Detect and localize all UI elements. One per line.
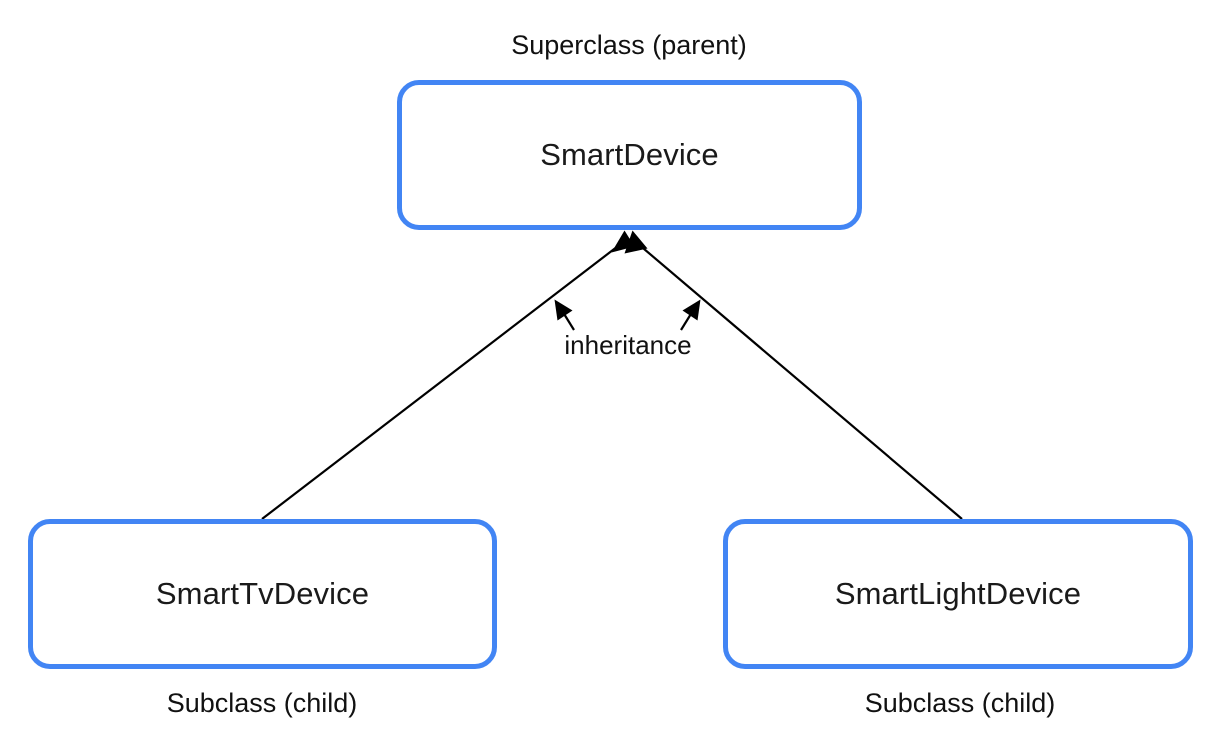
arrowhead-tv — [611, 230, 635, 253]
inheritance-edge-tv — [261, 230, 635, 520]
inheritance-edge-light — [624, 230, 963, 520]
class-node-smarttvdevice[interactable]: SmartTvDevice — [28, 519, 497, 669]
smartlightdevice-role-label: Subclass (child) — [864, 688, 1056, 718]
smarttvdevice-role-label: Subclass (child) — [166, 688, 358, 718]
arrowhead-light — [624, 230, 648, 254]
superclass-role-label: Superclass (parent) — [511, 30, 747, 60]
class-node-smarttvdevice-label: SmartTvDevice — [155, 576, 370, 611]
class-node-smartlightdevice-label: SmartLightDevice — [834, 576, 1082, 611]
class-node-smartdevice-label: SmartDevice — [540, 137, 719, 172]
class-node-smartlightdevice[interactable]: SmartLightDevice — [723, 519, 1193, 669]
annotation-pointer-left-icon — [554, 299, 575, 331]
class-node-smartdevice[interactable]: SmartDevice — [397, 80, 862, 230]
inheritance-edge-label: inheritance — [564, 330, 692, 360]
annotation-pointer-right-icon — [680, 299, 701, 331]
